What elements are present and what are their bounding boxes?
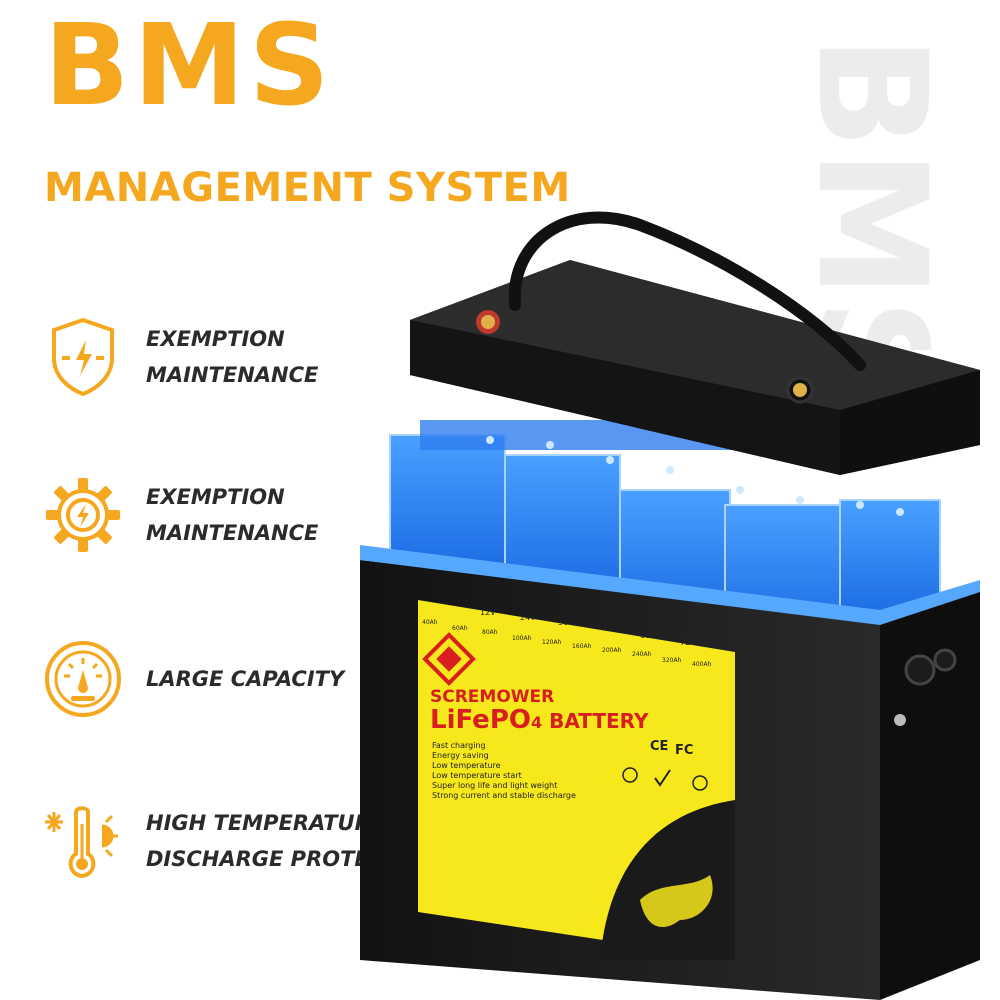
page-subtitle: MANAGEMENT SYSTEM <box>44 165 571 211</box>
thermometer-sun-snow-icon <box>45 806 118 879</box>
svg-text:320Ah: 320Ah <box>662 657 682 664</box>
svg-text:Super long life and light weig: Super long life and light weight <box>432 781 557 790</box>
feature-line: MAINTENANCE <box>146 363 319 387</box>
feature-line: MAINTENANCE <box>146 521 319 545</box>
feature-line: HIGH TEMPERATURE <box>146 810 386 835</box>
battery-lid <box>410 211 980 475</box>
svg-text:80Ah: 80Ah <box>482 629 498 636</box>
svg-text:BMS: BMS <box>800 35 958 350</box>
label-product: LiFePO4 BATTERY <box>430 705 649 735</box>
svg-text:200Ah: 200Ah <box>602 647 622 654</box>
label-voltage-options: 12V 24V 36V 48V 60V 72V <box>480 608 696 647</box>
svg-text:24V: 24V <box>520 613 536 622</box>
svg-text:72V: 72V <box>680 638 696 647</box>
shield-lightning-icon <box>52 317 114 397</box>
feature-line: EXEMPTION <box>146 484 285 509</box>
feature-line: LARGE CAPACITY <box>146 666 345 691</box>
svg-text:Fast charging: Fast charging <box>432 741 486 750</box>
watermark-text: BMS <box>800 35 958 350</box>
svg-text:120Ah: 120Ah <box>542 639 562 646</box>
feature-exemption-maintenance-2: EXEMPTION MAINTENANCE <box>40 472 318 558</box>
page-title: BMS <box>44 1 334 131</box>
gear-lightning-icon <box>46 478 120 552</box>
svg-text:Strong current and stable disc: Strong current and stable discharge <box>432 791 576 800</box>
svg-text:60V: 60V <box>640 631 656 640</box>
gauge-icon <box>45 641 121 717</box>
svg-text:Low temperature: Low temperature <box>432 761 501 770</box>
globe-graphic <box>600 800 735 960</box>
globe-continent <box>640 875 713 928</box>
feature-line: EXEMPTION <box>146 326 285 351</box>
svg-text:Energy saving: Energy saving <box>432 751 489 760</box>
ce-mark: CE <box>650 739 668 754</box>
feature-large-capacity: LARGE CAPACITY <box>40 636 344 722</box>
svg-text:Low temperature start: Low temperature start <box>432 771 522 780</box>
feature-exemption-maintenance-1: EXEMPTION MAINTENANCE <box>40 314 318 400</box>
label-certifications: CE FC <box>622 739 708 791</box>
svg-text:400Ah: 400Ah <box>692 661 712 668</box>
svg-text:240Ah: 240Ah <box>632 651 652 658</box>
battery-illustration: SCREMOWER LiFePO4 BATTERY 12V 24V 36V 48… <box>360 211 980 1000</box>
svg-text:48V: 48V <box>598 623 614 632</box>
brand-logo-icon <box>422 632 476 686</box>
svg-text:100Ah: 100Ah <box>512 635 532 642</box>
svg-text:12V: 12V <box>480 608 496 617</box>
svg-text:160Ah: 160Ah <box>572 643 592 650</box>
fc-mark: FC <box>675 743 693 758</box>
label-brand: SCREMOWER <box>430 687 554 707</box>
label-capacity-options: 40Ah 60Ah 80Ah 100Ah 120Ah 160Ah 200Ah 2… <box>422 619 712 668</box>
svg-text:40Ah: 40Ah <box>422 619 438 626</box>
label-feature-list: Fast charging Energy saving Low temperat… <box>432 741 576 800</box>
product-label: SCREMOWER LiFePO4 BATTERY 12V 24V 36V 48… <box>418 600 735 960</box>
svg-text:60Ah: 60Ah <box>452 625 468 632</box>
svg-text:36V: 36V <box>558 618 574 627</box>
